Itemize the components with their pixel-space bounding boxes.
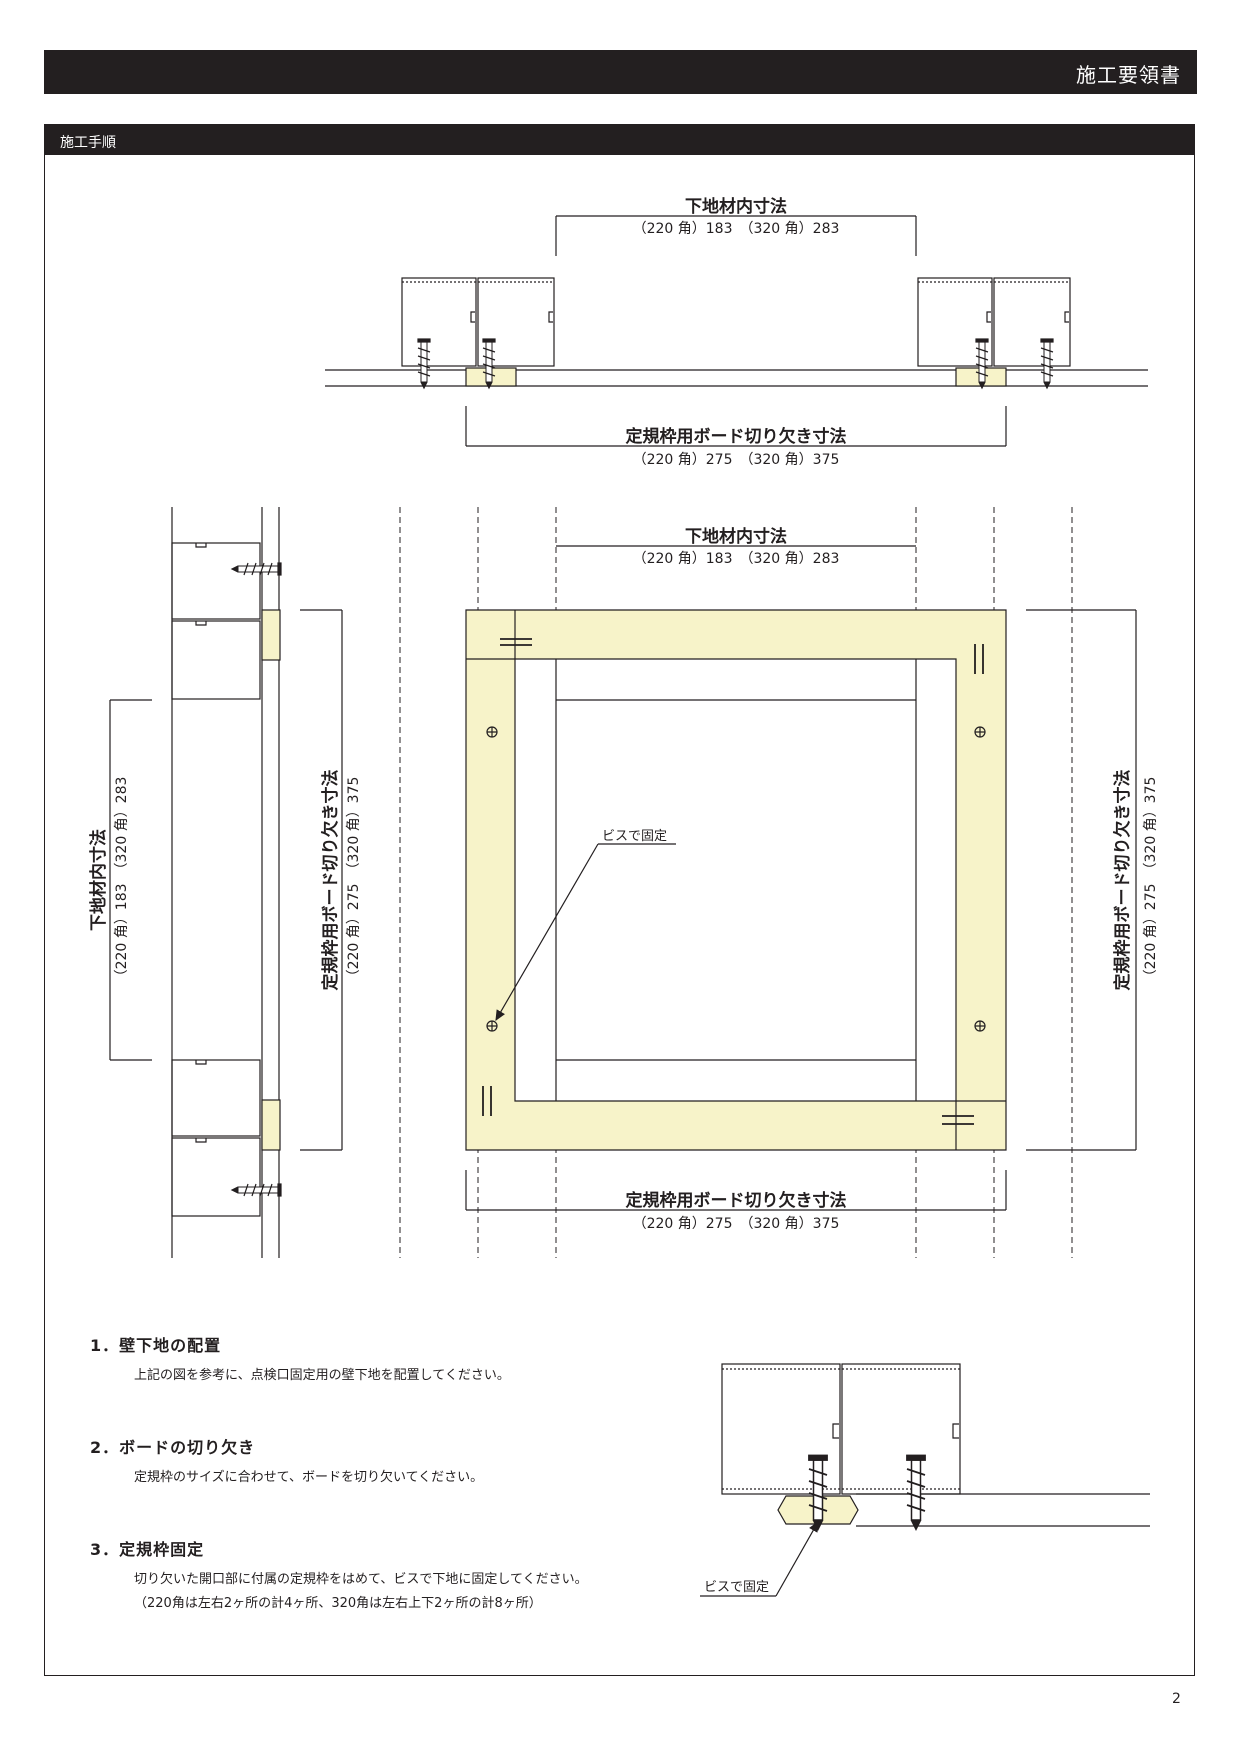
side-inner-dim-values: （220 角）183 （320 角）283 [114,777,130,984]
side-cutout-dim-values: （220 角）275 （320 角）375 [346,777,362,984]
step-2-body: 定規枠のサイズに合わせて、ボードを切り欠いてください。 [134,1470,484,1485]
top-inner-dim-label: 下地材内寸法 [685,196,787,217]
step-1-title: 1．壁下地の配置 [90,1336,222,1355]
step-2-title: 2．ボードの切り欠き [90,1438,256,1457]
right-cutout-dim-label: 定規枠用ボード切り欠き寸法 [1112,770,1133,991]
side-cutout-dim-label: 定規枠用ボード切り欠き寸法 [320,770,341,991]
step-1-body: 上記の図を参考に、点検口固定用の壁下地を配置してください。 [134,1368,510,1383]
front-inner-dim-label: 下地材内寸法 [685,526,787,547]
top-section-view [325,277,1148,387]
header-bar: 施工要領書 [44,50,1197,94]
side-inner-dim-label: 下地材内寸法 [88,829,109,931]
front-inner-dim-values: （220 角）183 （320 角）283 [633,551,840,567]
front-view [399,507,1073,1258]
top-cutout-dim-values: （220 角）275 （320 角）375 [633,452,840,468]
right-cutout-dim-values: （220 角）275 （320 角）375 [1143,777,1159,984]
section-header: 施工手順 [45,125,1194,155]
step-3-body: 切り欠いた開口部に付属の定規枠をはめて、ビスで下地に固定してください。 [134,1572,588,1587]
step-3-title: 3．定規枠固定 [90,1540,205,1559]
side-section-view [171,507,281,1258]
procedure-panel: 施工手順 [44,124,1195,1676]
section-title: 施工手順 [60,135,116,151]
bottom-cutout-dim-values: （220 角）275 （320 角）375 [633,1216,840,1232]
top-inner-dim-values: （220 角）183 （320 角）283 [633,221,840,237]
page-number: 2 [1172,1691,1181,1707]
document-title: 施工要領書 [1076,63,1181,87]
detail-view [721,1363,1150,1527]
screw-note-detail: ビスで固定 [704,1580,769,1595]
step-3-note: （220角は左右2ヶ所の計4ヶ所、320角は左右上下2ヶ所の計8ヶ所） [134,1596,542,1611]
screw-note-front: ビスで固定 [602,829,667,844]
top-cutout-dim-label: 定規枠用ボード切り欠き寸法 [626,426,847,447]
bottom-cutout-dim-label: 定規枠用ボード切り欠き寸法 [626,1190,847,1211]
